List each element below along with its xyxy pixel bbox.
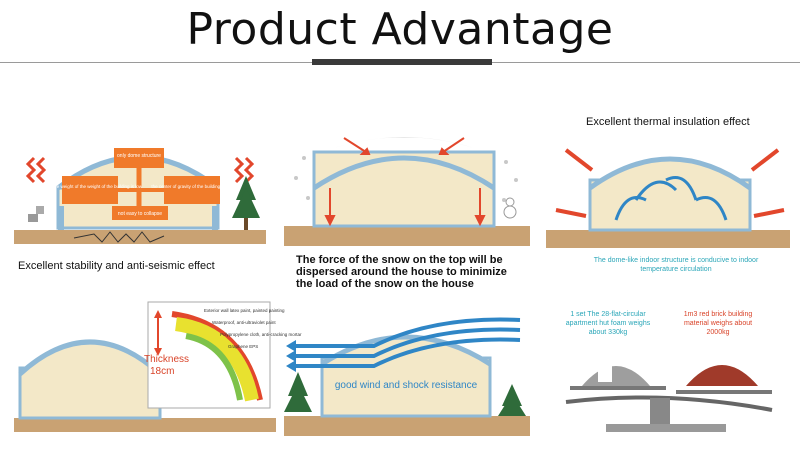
caption-snow-line-1: The force of the snow on the top will be xyxy=(296,254,503,266)
label-center-gravity: the center of gravity of the building is… xyxy=(151,184,233,189)
stability-illustration: only dome structure reduce the weight of… xyxy=(14,148,266,244)
caption-stability: Excellent stability and anti-seismic eff… xyxy=(18,260,215,272)
panel-wind: good wind and shock resistance xyxy=(284,306,530,440)
label-reduce-weight: reduce the weight of the weight of the b… xyxy=(38,184,143,189)
weight-left-line-1: 1 set The 28-flat-circular xyxy=(570,311,646,318)
wind-illustration: good wind and shock resistance xyxy=(284,317,530,436)
label-dome-structure: only dome structure xyxy=(117,153,161,159)
thermal-heading: Excellent thermal insulation effect xyxy=(586,116,750,128)
caption-thermal-line-1: The dome-like indoor structure is conduc… xyxy=(593,257,759,264)
panel-thermal: Excellent thermal insulation effect The … xyxy=(546,116,790,286)
page-title: Product Advantage xyxy=(186,4,614,55)
label-not-collapse: not easy to collapse xyxy=(118,211,162,217)
weight-right-line-2: material weighs about xyxy=(683,320,753,327)
layer-label-4: Graphene EPS xyxy=(228,344,258,349)
panel-weight: 1 set The 28-flat-circular apartment hut… xyxy=(546,306,790,436)
weight-right-line-1: 1m3 red brick building xyxy=(683,311,753,318)
weight-right-line-3: 2000kg xyxy=(706,329,730,336)
weight-left-line-2: apartment hut foam weighs xyxy=(565,320,651,327)
layer-label-3: Polypropylene cloth, anti-cracking morta… xyxy=(220,332,302,337)
weight-left-line-3: about 330kg xyxy=(588,329,628,336)
panel-stability: only dome structure reduce the weight of… xyxy=(14,118,266,288)
panel-snow: The force of the snow on the top will be… xyxy=(284,118,530,290)
thickness-value: 18cm xyxy=(150,366,174,377)
layer-label-1: Exterior wall latex paint, painted paint… xyxy=(204,308,285,313)
thickness-label: Thickness xyxy=(144,354,189,365)
panel-layers: Thickness 18cm Exterior wall latex paint… xyxy=(14,300,302,440)
caption-snow-line-3: the load of the snow on the house xyxy=(296,278,474,290)
scale-illustration xyxy=(565,364,773,432)
caption-thermal-line-2: temperature circulation xyxy=(640,266,712,273)
caption-snow-line-2: dispersed around the house to minimize xyxy=(296,266,507,278)
layers-illustration: Thickness 18cm Exterior wall latex paint… xyxy=(14,301,302,432)
snow-illustration xyxy=(284,137,530,246)
wind-caption: good wind and shock resistance xyxy=(335,380,478,391)
layer-label-2: Waterproof, anti-ultraviolet paint xyxy=(212,320,276,325)
thermal-illustration xyxy=(546,148,790,248)
title-accent-bar xyxy=(312,59,492,65)
